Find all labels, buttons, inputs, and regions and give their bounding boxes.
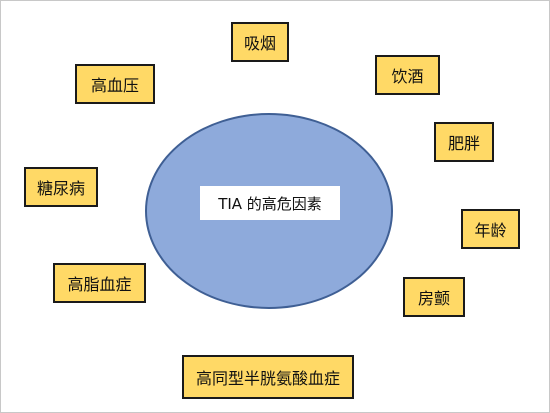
factor-box-diabetes: 糖尿病	[24, 167, 98, 207]
factor-box-hypertension: 高血压	[75, 64, 155, 104]
factor-box-age: 年龄	[461, 209, 520, 249]
center-label: TIA 的高危因素	[200, 186, 340, 220]
factor-box-smoking: 吸烟	[231, 22, 289, 62]
factor-box-drinking: 饮酒	[375, 55, 440, 95]
factor-box-hyperlipidemia: 高脂血症	[53, 263, 146, 303]
factor-box-hyperhomocysteinemia: 高同型半胱氨酸血症	[182, 355, 354, 399]
factor-box-atrial-fibrillation: 房颤	[403, 277, 465, 317]
factor-box-obesity: 肥胖	[434, 122, 494, 162]
